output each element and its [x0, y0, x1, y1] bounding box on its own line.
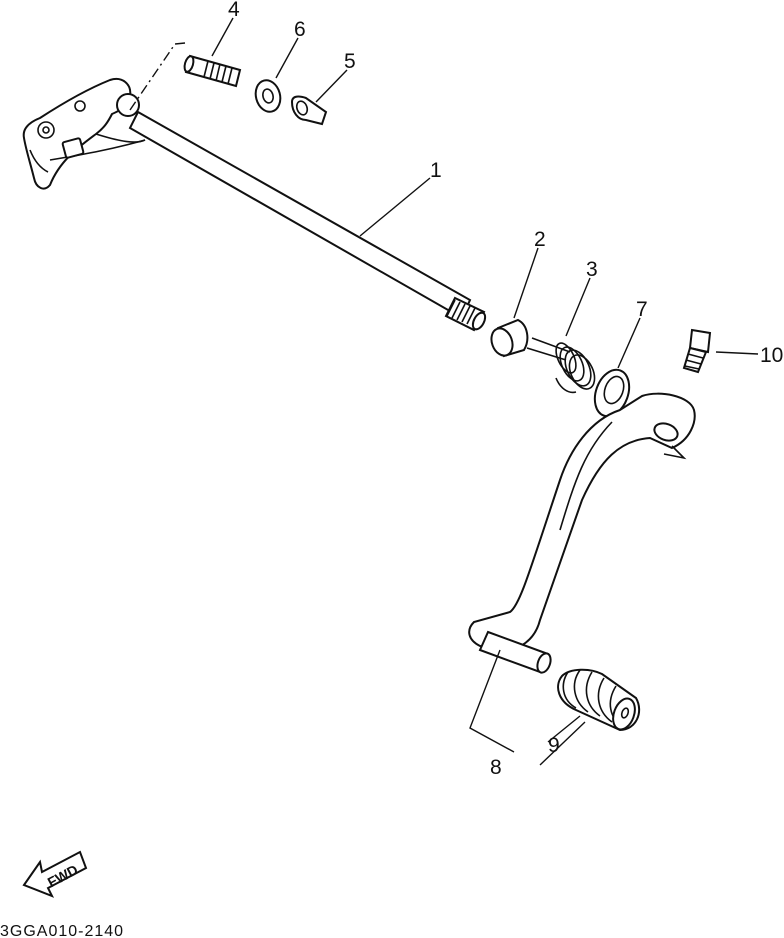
- callout-6: 6: [294, 18, 306, 41]
- part-bolt-10: [682, 328, 712, 374]
- callout-1: 1: [430, 159, 442, 182]
- shift-arm-assembly: [22, 78, 146, 190]
- callout-10: 10: [760, 344, 783, 367]
- part-spring-3: [526, 337, 596, 394]
- diagram-code: 3GGA010-2140: [0, 923, 124, 938]
- callout-5: 5: [344, 50, 356, 73]
- part-washer-7: [593, 368, 631, 418]
- callout-4: 4: [228, 0, 240, 21]
- part-shift-pedal: [468, 392, 696, 674]
- callout-8: 8: [490, 756, 502, 779]
- part-circlip-5: [290, 95, 328, 126]
- part-shift-shaft: [128, 110, 487, 332]
- fwd-arrow-icon: FWD: [22, 850, 88, 898]
- part-bolt-4: [129, 42, 242, 111]
- callout-3: 3: [586, 258, 598, 281]
- part-washer-6: [254, 79, 282, 113]
- leader-lines: [211, 17, 759, 766]
- callout-9: 9: [548, 734, 560, 757]
- callout-2: 2: [534, 228, 546, 251]
- part-collar-2: [490, 318, 529, 358]
- part-rubber-9: [557, 668, 641, 732]
- callout-7: 7: [636, 298, 648, 321]
